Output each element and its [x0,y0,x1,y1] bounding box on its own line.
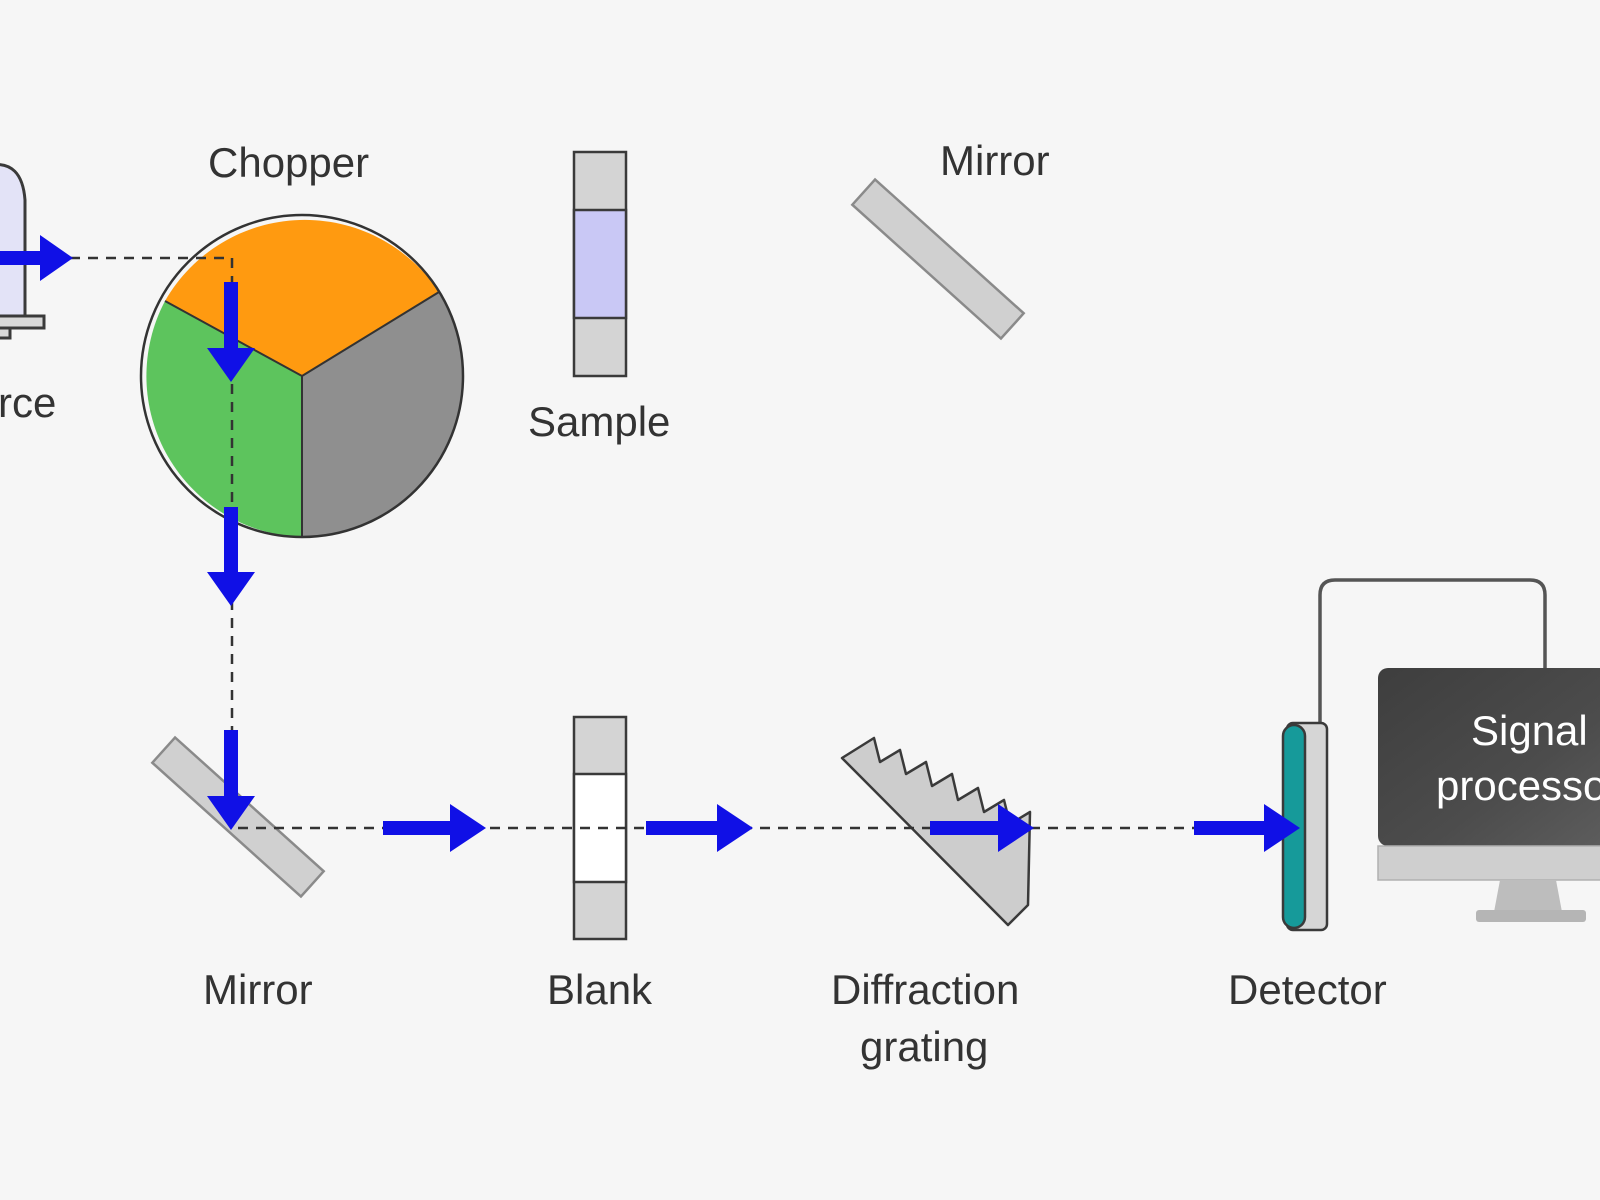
beam-arrows [0,235,1300,852]
beam-arrow [0,235,73,281]
source-label: rce [0,379,56,426]
signal-cable [1318,578,1547,728]
beam-arrow [1194,804,1300,852]
chopper-wheel-icon [139,213,465,539]
beam-arrow [207,730,255,830]
blank-label: Blank [547,966,653,1013]
beam-arrow [383,804,486,852]
beam-arrow [930,804,1034,852]
beam-arrow [207,507,255,606]
grating-label-line1: Diffraction [831,966,1019,1013]
detector-label: Detector [1228,966,1387,1013]
monitor-icon: Signal processo [1377,668,1600,922]
sample-cuvette-icon [572,150,628,378]
mirror-bottom-label: Mirror [203,966,313,1013]
sample-label: Sample [528,398,670,445]
mirror-top-icon [850,177,1026,341]
beam-arrow [207,282,255,382]
grating-label-line2: grating [860,1023,988,1070]
processor-label-line1: Signal [1471,707,1588,754]
beam-arrow [646,804,753,852]
processor-label-line2: processo [1436,762,1600,809]
chopper-label: Chopper [208,139,369,186]
mirror-top-label: Mirror [940,137,1050,184]
